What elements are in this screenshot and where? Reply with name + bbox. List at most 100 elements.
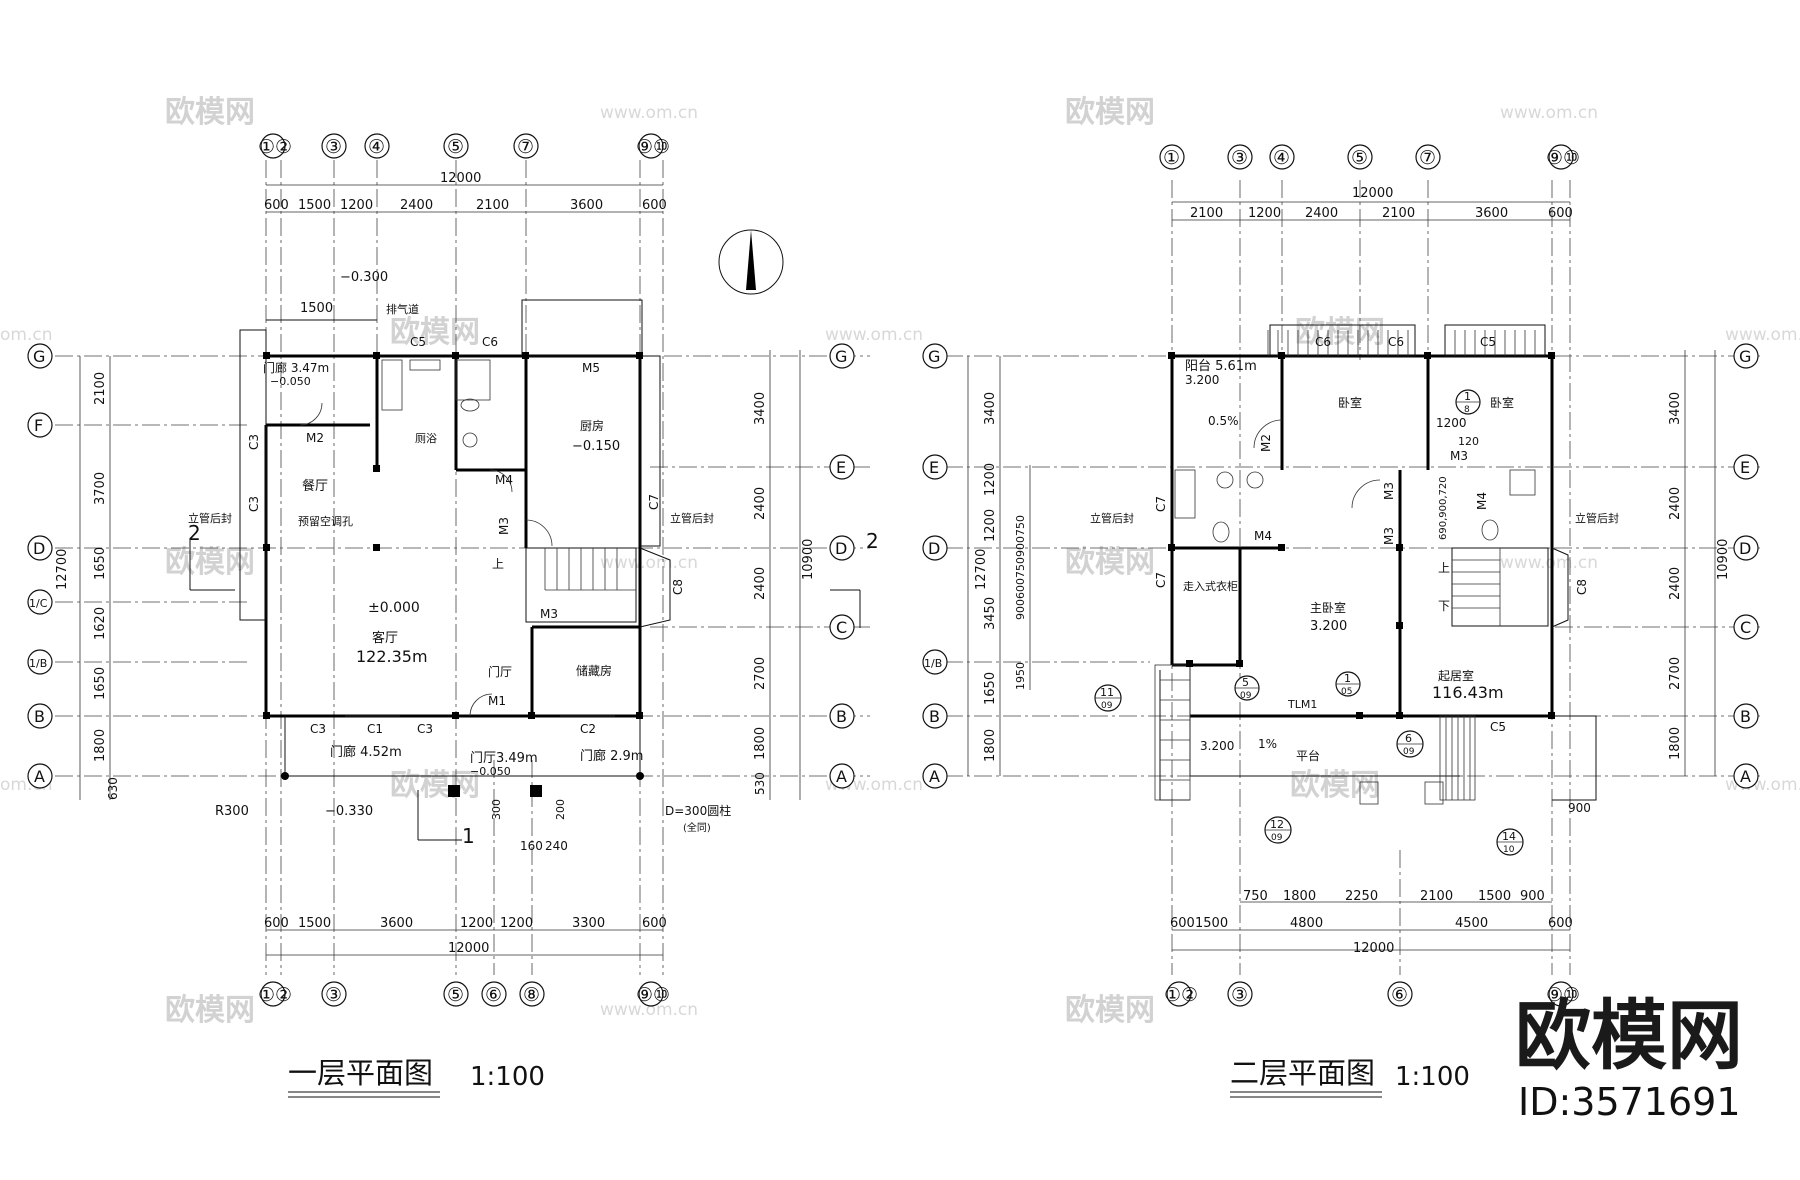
terrace-level: 3.200 xyxy=(1200,739,1234,753)
window-label: C1 xyxy=(367,722,383,736)
watermark-url: www.om.cn xyxy=(825,325,923,345)
dim: 600 xyxy=(642,198,667,213)
room-kitchen: 厨房 xyxy=(580,418,604,433)
door-label: M5 xyxy=(582,361,600,375)
floor2-right-total: 10900 xyxy=(1716,539,1731,580)
dim: 3600 xyxy=(570,198,603,213)
door-label: M3 xyxy=(1450,449,1468,463)
axis-bubble-label: ③ xyxy=(325,136,342,158)
axis-bubble-label: G xyxy=(928,347,940,366)
dim: 1650 xyxy=(93,547,108,580)
dim: 1200 xyxy=(460,916,493,931)
downpipe-label: 立管后封 xyxy=(1575,511,1619,525)
window-label: C8 xyxy=(671,579,685,595)
detail-top: 14 xyxy=(1502,830,1516,843)
floor1-right-dimensions: 10900 3400 2400 2400 2700 1800 530 xyxy=(753,350,816,800)
axis-bubble-label: ③ xyxy=(1231,984,1248,1006)
door-label: M1 xyxy=(488,694,506,708)
axis-bubble-label: ①② xyxy=(1164,984,1198,1006)
dim: 1500 xyxy=(1478,889,1511,904)
window-label: C3 xyxy=(247,496,261,512)
dim: 4500 xyxy=(1455,916,1488,931)
dim-300: 300 xyxy=(490,799,503,820)
watermark-brand: 欧模网 xyxy=(390,315,480,350)
floor1-overall-dim-bottom: 12000 xyxy=(448,941,489,956)
floor1-right-total: 10900 xyxy=(801,539,816,580)
floor1-walls xyxy=(239,299,671,777)
dim: 3400 xyxy=(983,392,998,425)
room-family-living: 起居室 xyxy=(1438,668,1474,683)
axis-bubble-label: A xyxy=(929,767,940,786)
floor1-top-axis-bubbles: ①② ③ ④ ⑤ ⑦ ⑨⑩ xyxy=(258,133,670,159)
model-id: ID:3571691 xyxy=(1518,1080,1741,1124)
floor2-bottom-dimensions: 750 1800 2250 2100 1500 900 600 1500 480… xyxy=(1170,889,1573,956)
slope-label: 1% xyxy=(1258,737,1277,751)
axis-bubble-label: G xyxy=(835,347,847,366)
room-bedroom-1: 卧室 xyxy=(1338,395,1362,410)
dim: 600 xyxy=(1548,206,1573,221)
dim: 3300 xyxy=(572,916,605,931)
floor2-doors: M2 M3 M3 M3 M4 M4 xyxy=(1253,419,1489,545)
dim-1500: 1500 xyxy=(300,301,333,316)
floor2-room-labels: 阳台 5.61m 3.200 卧室 卧室 主卧室 3.200 走入式衣柜 起居室… xyxy=(1183,359,1514,763)
dim-120: 120 xyxy=(1458,435,1479,448)
dim: 900 xyxy=(1520,889,1545,904)
floor1-title-block: 一层平面图 1:100 xyxy=(288,1056,545,1098)
dim: 2400 xyxy=(1305,206,1338,221)
porch-right: 门廊 2.9m xyxy=(580,748,643,764)
floor1-stairs: 上 xyxy=(492,547,637,623)
window-label: C3 xyxy=(310,722,326,736)
level-porch: −0.050 xyxy=(470,765,511,778)
floor1-bottom-dimensions: 600 1500 3600 1200 1200 3300 600 12000 xyxy=(264,916,667,956)
axis-bubble-label: 1/C xyxy=(29,597,48,610)
floor2-title: 二层平面图 xyxy=(1230,1056,1375,1090)
detail-bottom: 8 xyxy=(1464,405,1470,415)
detail-bottom: 09 xyxy=(1271,833,1283,843)
downpipe-label: 立管后封 xyxy=(1090,511,1134,525)
window-label: C6 xyxy=(1315,335,1331,349)
dim: 2400 xyxy=(753,487,768,520)
dim: 1650 xyxy=(983,672,998,705)
watermark-url: www.om.cn xyxy=(600,553,698,573)
detail-top: 5 xyxy=(1242,676,1249,689)
stair-up-label: 上 xyxy=(492,557,504,571)
radius-label: R300 xyxy=(215,804,249,819)
axis-bubble-label: ④ xyxy=(368,136,385,158)
dim: 1650 xyxy=(93,667,108,700)
dim: 2100 xyxy=(1420,889,1453,904)
watermark-url: www.om.cn xyxy=(1500,103,1598,123)
dim: 1500 xyxy=(298,198,331,213)
dim: 530 xyxy=(753,772,767,795)
column-note: (全同) xyxy=(683,821,711,834)
porch-mid: 门厅3.49m xyxy=(470,751,538,766)
axis-bubble-label: ①② xyxy=(258,984,292,1006)
floor2-column-axis-lines xyxy=(1171,180,1571,975)
detail-bottom: 09 xyxy=(1240,691,1252,701)
floor1-misc-labels: 排气道 预留空调孔 立管后封 立管后封 −0.300 1500 −0.330 −… xyxy=(188,270,879,853)
axis-bubble-label: D xyxy=(1739,539,1751,558)
watermark-brand: 欧模网 xyxy=(390,768,480,803)
door-label: M2 xyxy=(306,431,324,445)
dim: 1800 xyxy=(93,729,108,762)
dim: 3450 xyxy=(983,597,998,630)
window-label: C6 xyxy=(1388,335,1404,349)
dim-200: 200 xyxy=(554,799,567,820)
detail-top: 6 xyxy=(1405,732,1412,745)
door-label: M3 xyxy=(1382,482,1396,500)
section-mark-2-left: 2 xyxy=(188,521,201,545)
exhaust-label: 排气道 xyxy=(386,302,419,316)
watermark-brand: 欧模网 xyxy=(1065,993,1155,1028)
room-bath: 厕浴 xyxy=(415,432,437,445)
floor2-left-total: 12700 xyxy=(974,549,989,590)
axis-bubble-label: G xyxy=(33,347,45,366)
back-porch: 门廊 3.47m xyxy=(263,360,329,375)
dim: 2400 xyxy=(753,567,768,600)
floor2-misc-labels: 0.5% 1% 立管后封 立管后封 TLM1 900 1200 120 690,… xyxy=(1090,414,1619,815)
floor1-columns xyxy=(263,352,644,797)
watermarks: 欧模网 欧模网 欧模网 欧模网 欧模网 欧模网 欧模网 欧模网 欧模网 欧模网 … xyxy=(0,95,1800,1028)
axis-bubble-label: ⑨⑩ xyxy=(636,136,670,158)
dim: 3600 xyxy=(380,916,413,931)
floor2-right-dimensions: 10900 3400 2400 2400 2700 1800 xyxy=(1668,350,1731,776)
section-mark-1: 1 xyxy=(462,824,475,848)
floor1-windows: C1 C2 C3 C3 C3 C3 C5 C6 C7 C8 xyxy=(247,335,685,736)
